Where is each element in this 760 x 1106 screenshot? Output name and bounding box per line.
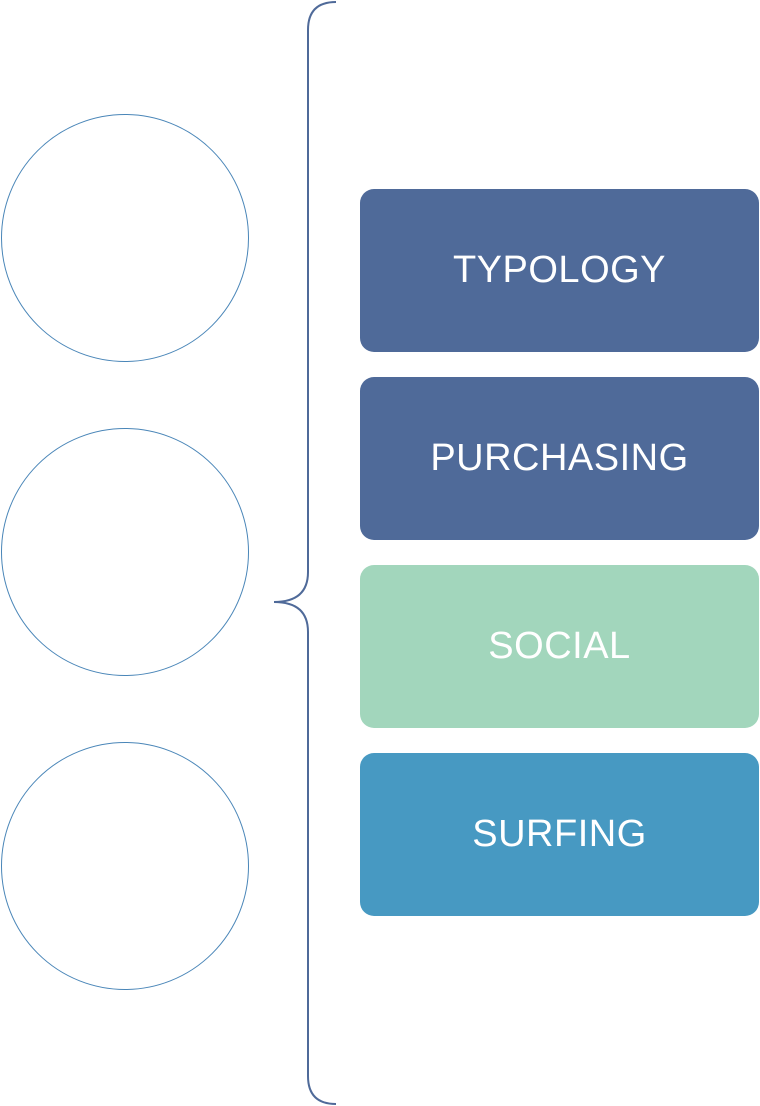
category-box-social: SOCIAL: [360, 565, 759, 728]
category-label-typology: TYPOLOGY: [452, 249, 667, 291]
category-label-surfing: SURFING: [472, 813, 647, 855]
empty-circle-3: [1, 742, 249, 990]
category-box-typology: TYPOLOGY: [360, 189, 759, 352]
empty-circle-2: [1, 428, 249, 676]
category-label-purchasing: PURCHASING: [430, 437, 689, 479]
empty-circle-1: [1, 114, 249, 362]
curly-brace-path: [273, 1, 337, 1105]
category-box-surfing: SURFING: [360, 753, 759, 916]
curly-brace: [273, 1, 337, 1105]
category-box-purchasing: PURCHASING: [360, 377, 759, 540]
category-label-social: SOCIAL: [488, 625, 631, 667]
